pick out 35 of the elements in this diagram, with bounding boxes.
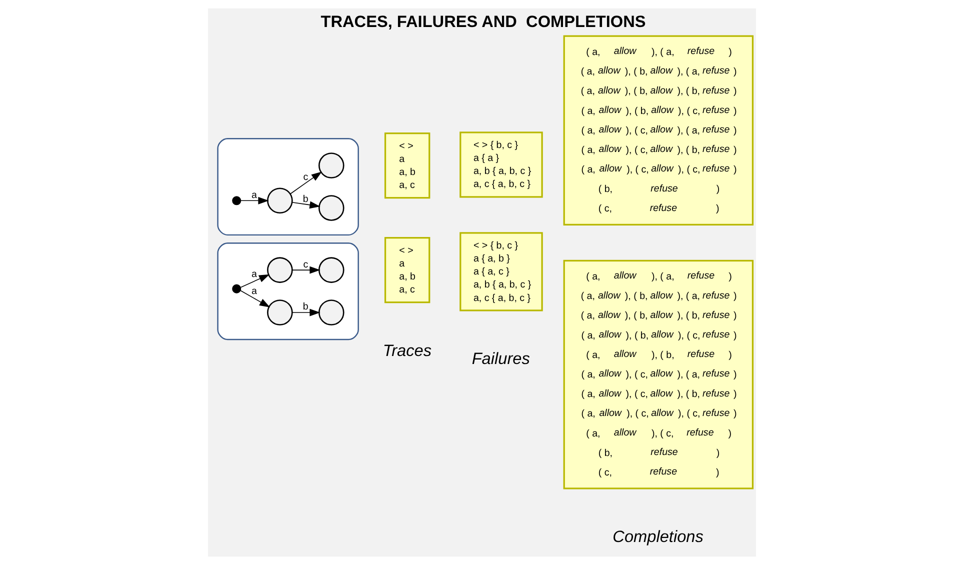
arrow <box>240 274 270 288</box>
edge-label: b <box>302 194 308 205</box>
edge-label: c <box>303 172 308 183</box>
cluster <box>217 138 359 236</box>
arrow <box>292 308 320 316</box>
node-dot <box>232 284 242 294</box>
arrow <box>240 290 270 308</box>
arrow <box>292 266 320 274</box>
node-circle <box>318 300 344 326</box>
node-box: < > a a, b a, c <box>384 132 430 199</box>
node-circle <box>267 257 293 283</box>
edge-label: a <box>251 286 257 298</box>
arrow <box>290 172 322 194</box>
node-circle <box>267 300 293 326</box>
edge-label: a <box>251 269 257 280</box>
edge-label: a <box>251 190 257 201</box>
node-box: < > { b, c } a { a, b } a { a, c } a, b { a, b, c } a, c { a, b, c } <box>460 232 543 312</box>
node-circle <box>318 257 344 283</box>
node-circle <box>318 152 344 178</box>
edge-label: b <box>302 302 308 313</box>
arrow <box>292 201 320 209</box>
node-circle <box>267 188 293 214</box>
cluster <box>217 242 359 340</box>
diagram-title: TRACES, FAILURES AND COMPLETIONS <box>320 13 646 32</box>
edge-label: c <box>303 259 308 270</box>
node-box: < > { b, c } a { a } a, b { a, b, c } a, c { a, b, c } <box>460 132 543 198</box>
label: Traces <box>382 342 432 360</box>
node-box: ( a, allow ), ( a, refuse ) ( a, allow ), ( b, allow ), ( a, refuse ) ( a, allow ), ( b, allow ), ( b, refuse ) ( a, allow ), ( b, allow ), ( c, refuse ) ( a, allow ), ( b, refuse ) ( a, allow ), ( c, allow ), ( a, refuse ) ( a, allow ), ( c, allow ), ( b, refuse ) ( a, allow ), ( c, allow ), ( c, refuse ) ( a, allow ), ( c, refuse ) ( b, refuse ) ( c, refuse ) <box>563 260 754 490</box>
node-box: < > a a, b a, c <box>384 236 430 304</box>
node-box: ( a, allow ), ( a, refuse ) ( a, allow ), ( b, allow ), ( a, refuse ) ( a, allow ), ( b, allow ), ( b, refuse ) ( a, allow ), ( b, allow ), ( c, refuse ) ( a, allow ), ( c, allow ), ( a, refuse ) ( a, allow ), ( c, allow ), ( b, refuse ) ( a, allow ), ( c, allow ), ( c, refuse ) ( b, refuse ) ( c, refuse ) <box>563 35 754 226</box>
node-circle <box>318 195 344 221</box>
arrow <box>240 196 269 204</box>
node-dot <box>232 196 242 206</box>
label: Completions <box>612 528 704 546</box>
label: Failures <box>472 350 530 368</box>
